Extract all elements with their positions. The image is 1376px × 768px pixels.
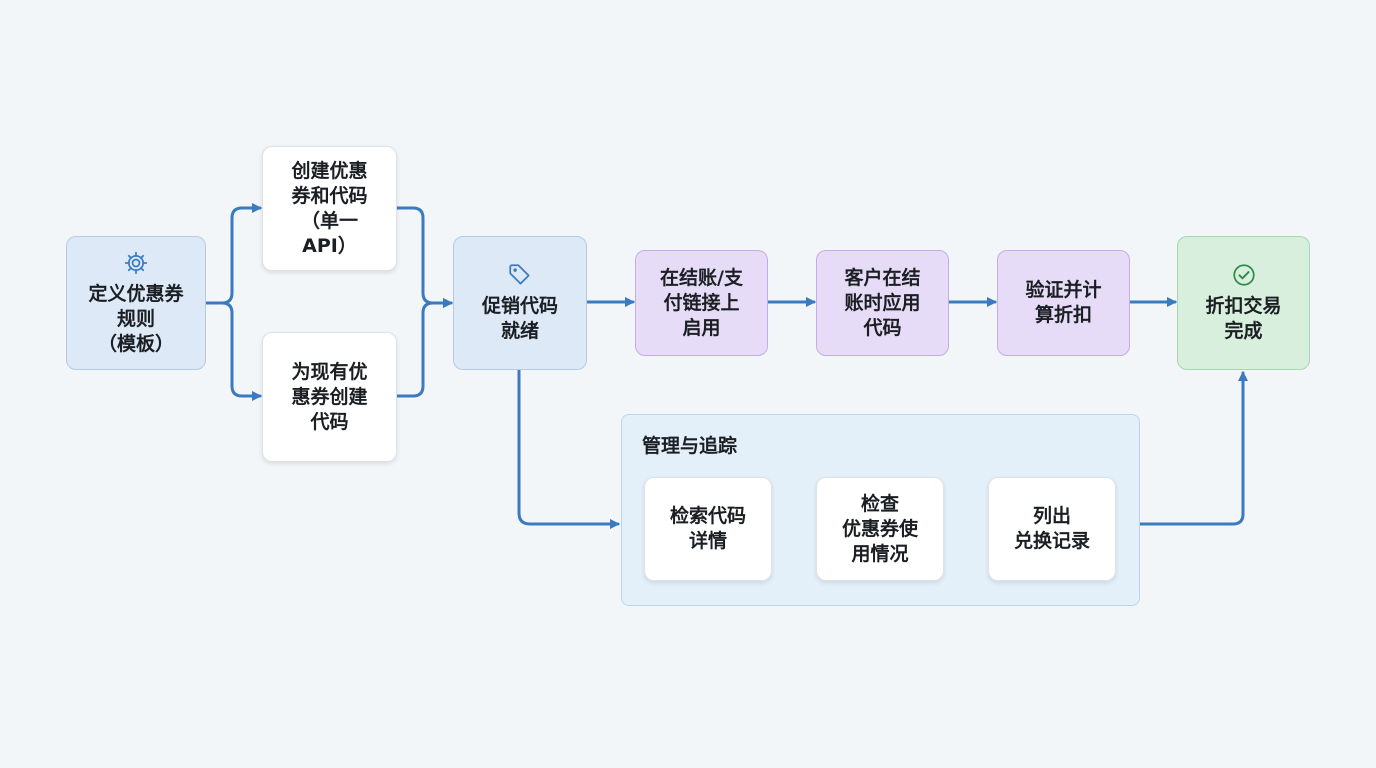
node-validate-discount[interactable]: 验证并计 算折扣 xyxy=(997,250,1130,356)
node-create-coupon-code[interactable]: 创建优惠 券和代码 （单一 API） xyxy=(262,146,397,271)
edge-rules-to-create-existing xyxy=(204,301,262,401)
node-customer-apply[interactable]: 客户在结 账时应用 代码 xyxy=(816,250,949,356)
node-validate-discount-label: 验证并计 算折扣 xyxy=(1025,279,1102,326)
edge-create-existing-to-promo xyxy=(395,298,453,398)
gear-icon xyxy=(124,251,148,274)
edge-promo-to-management xyxy=(517,368,620,529)
node-retrieve-details[interactable]: 检索代码 详情 xyxy=(644,477,772,581)
node-check-usage[interactable]: 检查 优惠券使 用情况 xyxy=(816,477,944,581)
node-create-code-existing[interactable]: 为现有优 惠券创建 代码 xyxy=(262,332,397,462)
node-promo-ready[interactable]: 促销代码 就绪 xyxy=(453,236,587,370)
node-define-rules[interactable]: 定义优惠券 规则 （模板） xyxy=(66,236,206,370)
check-circle-icon xyxy=(1232,264,1255,286)
edge-management-to-done xyxy=(1138,371,1248,526)
node-list-redemptions[interactable]: 列出 兑换记录 xyxy=(988,477,1116,581)
node-enable-checkout[interactable]: 在结账/支 付链接上 启用 xyxy=(635,250,768,356)
edge-create-coupon-to-promo xyxy=(395,206,453,308)
node-enable-checkout-label: 在结账/支 付链接上 启用 xyxy=(660,266,743,339)
node-promo-ready-label: 促销代码 就绪 xyxy=(481,295,558,342)
node-define-rules-label: 定义优惠券 规则 （模板） xyxy=(88,282,184,355)
node-retrieve-details-label: 检索代码 详情 xyxy=(669,505,746,552)
tag-icon xyxy=(509,264,530,285)
node-list-redemptions-label: 列出 兑换记录 xyxy=(1013,505,1090,552)
management-group-title: 管理与追踪 xyxy=(642,435,738,457)
node-check-usage-label: 检查 优惠券使 用情况 xyxy=(841,492,918,565)
node-transaction-done-label: 折扣交易 完成 xyxy=(1205,295,1282,342)
node-create-coupon-code-label: 创建优惠 券和代码 （单一 API） xyxy=(291,159,368,257)
edge-rules-to-create-coupon xyxy=(204,203,262,305)
node-transaction-done[interactable]: 折扣交易 完成 xyxy=(1177,236,1310,370)
node-customer-apply-label: 客户在结 账时应用 代码 xyxy=(844,266,921,339)
node-create-code-existing-label: 为现有优 惠券创建 代码 xyxy=(291,360,368,433)
